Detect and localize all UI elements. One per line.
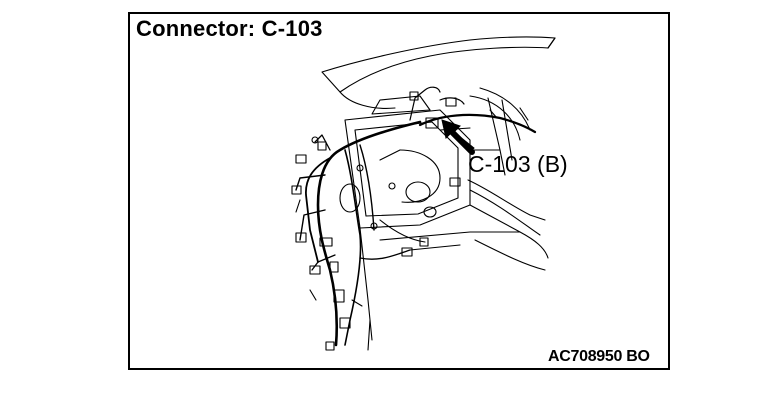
diagram-title: Connector: C-103: [136, 16, 323, 41]
connector-callout-label: C-103 (B): [468, 151, 568, 177]
figure-code: AC708950 BO: [548, 348, 650, 365]
diagram-frame: [128, 12, 670, 370]
